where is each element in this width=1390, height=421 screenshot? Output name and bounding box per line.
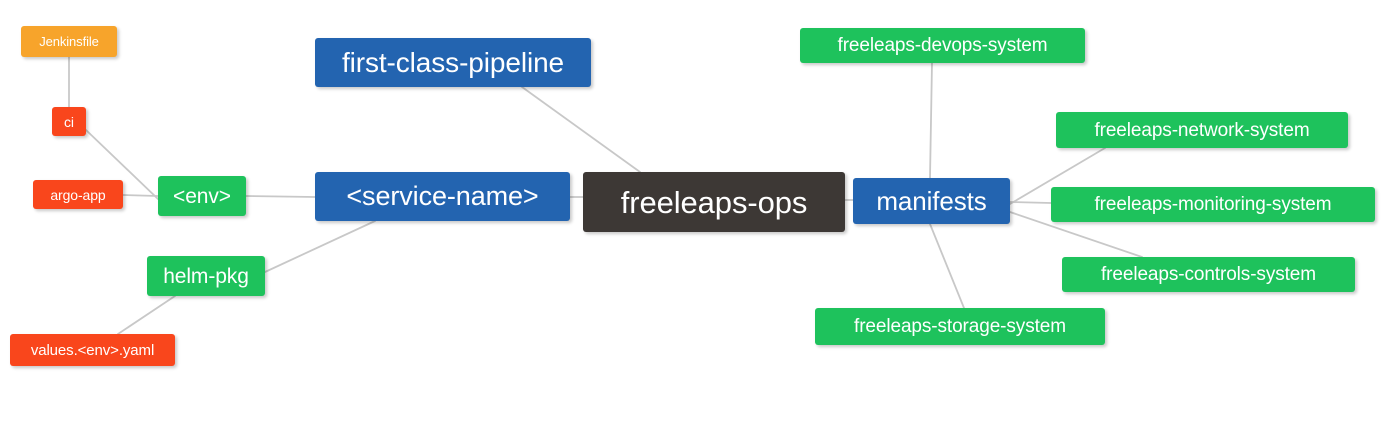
node-label: freeleaps-network-system	[1094, 119, 1310, 141]
node-monitoring-system[interactable]: freeleaps-monitoring-system	[1051, 187, 1375, 222]
edge-manifests-to-monitoring-system	[1009, 201, 1052, 204]
edge-env-to-service-name	[245, 195, 316, 198]
node-jenkinsfile[interactable]: Jenkinsfile	[21, 26, 117, 57]
node-values-yaml[interactable]: values.<env>.yaml	[10, 334, 175, 366]
edge-service-name-to-helm-pkg	[264, 220, 376, 273]
edge-manifests-to-storage-system	[929, 223, 965, 309]
node-controls-system[interactable]: freeleaps-controls-system	[1062, 257, 1355, 292]
node-label: Jenkinsfile	[39, 34, 99, 49]
edge-first-class-pipeline-to-freeleaps-ops	[521, 86, 641, 173]
node-label: first-class-pipeline	[341, 46, 565, 78]
node-env[interactable]: <env>	[158, 176, 246, 216]
node-label: freeleaps-devops-system	[837, 35, 1048, 56]
node-label: freeleaps-monitoring-system	[1094, 194, 1332, 215]
node-freeleaps-ops[interactable]: freeleaps-ops	[583, 172, 845, 232]
edge-argo-app-to-env	[122, 194, 159, 197]
edge-manifests-to-devops-system	[929, 62, 933, 179]
node-label: ci	[64, 113, 74, 130]
node-label: freeleaps-storage-system	[854, 316, 1066, 337]
node-label: <service-name>	[346, 181, 539, 211]
node-label: freeleaps-controls-system	[1100, 264, 1317, 285]
node-label: freeleaps-ops	[620, 184, 808, 220]
node-label: values.<env>.yaml	[30, 341, 155, 359]
node-devops-system[interactable]: freeleaps-devops-system	[800, 28, 1085, 63]
node-label: helm-pkg	[163, 264, 249, 288]
node-label: manifests	[876, 186, 987, 216]
edge-helm-pkg-to-values-yaml	[117, 295, 176, 335]
node-network-system[interactable]: freeleaps-network-system	[1056, 112, 1348, 148]
node-first-class-pipeline[interactable]: first-class-pipeline	[315, 38, 591, 87]
node-label: <env>	[173, 184, 231, 208]
node-helm-pkg[interactable]: helm-pkg	[147, 256, 265, 296]
node-manifests[interactable]: manifests	[853, 178, 1010, 224]
node-label: argo-app	[50, 186, 106, 203]
node-ci[interactable]: ci	[52, 107, 86, 136]
node-storage-system[interactable]: freeleaps-storage-system	[815, 308, 1105, 345]
node-service-name[interactable]: <service-name>	[315, 172, 570, 221]
node-argo-app[interactable]: argo-app	[33, 180, 123, 209]
